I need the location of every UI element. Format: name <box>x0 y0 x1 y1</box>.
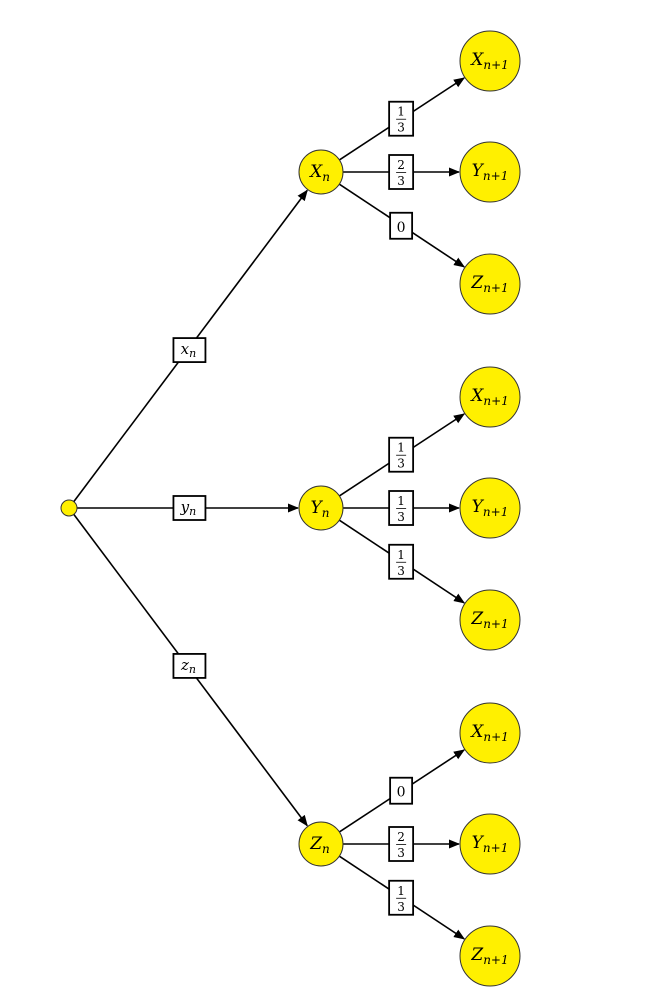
fraction-numerator: 1 <box>397 105 405 119</box>
fraction-numerator: 1 <box>397 548 405 562</box>
node-label: Zn+1 <box>470 945 508 967</box>
label-box <box>388 100 415 137</box>
leaf-x-z-n1: Zn+1 <box>459 253 521 315</box>
prob-label-y-x: 13 <box>388 436 415 473</box>
prob-label-y-z: 13 <box>388 543 415 580</box>
label-box <box>388 826 415 862</box>
leaf-x-y-n1: Yn+1 <box>459 141 521 203</box>
node-label: Zn+1 <box>470 609 508 631</box>
label-box <box>172 337 207 363</box>
fraction-denominator: 3 <box>397 846 405 860</box>
node-label: Xn+1 <box>469 386 509 408</box>
fraction-denominator: 3 <box>397 564 405 578</box>
leaf-y-y-n1: Yn+1 <box>459 477 521 539</box>
node-label: Yn <box>311 498 330 520</box>
label-box <box>388 490 415 526</box>
label-box <box>388 543 415 580</box>
label-box <box>389 776 414 805</box>
leaf-z-y-n1: Yn+1 <box>459 813 521 875</box>
probability-value: 0 <box>397 220 406 236</box>
prob-label-x-z: 0 <box>389 211 414 240</box>
root-node <box>60 499 78 517</box>
prob-label-y-y: 13 <box>388 490 415 526</box>
node-label: Zn <box>309 834 330 856</box>
leaf-x-x-n1: Xn+1 <box>459 30 521 92</box>
fraction-numerator: 1 <box>397 494 405 508</box>
prob-label-z-y: 23 <box>388 826 415 862</box>
node-circle <box>459 925 521 987</box>
node-label: Xn <box>308 162 330 184</box>
edge-label-x: xn <box>172 337 207 363</box>
node-label: Xn+1 <box>469 50 509 72</box>
node-label: Yn+1 <box>472 497 509 519</box>
edge-probability: zn <box>180 656 196 676</box>
fraction-numerator: 1 <box>397 884 405 898</box>
label-box <box>388 154 415 190</box>
edge-label-y: yn <box>172 495 207 521</box>
label-box <box>389 211 414 240</box>
fraction-numerator: 2 <box>397 830 405 844</box>
node-label: Zn+1 <box>470 273 508 295</box>
leaf-y-z-n1: Zn+1 <box>459 589 521 651</box>
fraction-numerator: 1 <box>397 441 405 455</box>
node-circle <box>459 702 521 764</box>
node-label: Yn+1 <box>472 161 509 183</box>
node-circle <box>459 477 521 539</box>
fraction-denominator: 3 <box>397 121 405 135</box>
edge-label-z: zn <box>172 653 207 679</box>
prob-label-x-x: 13 <box>388 100 415 137</box>
node-circle <box>459 366 521 428</box>
fraction-denominator: 3 <box>397 174 405 188</box>
node-x-n: Xn <box>298 149 344 195</box>
node-circle <box>459 589 521 651</box>
label-box <box>172 653 207 679</box>
node-label: Yn+1 <box>472 833 509 855</box>
edge-probability: yn <box>180 498 197 518</box>
node-circle <box>298 149 344 195</box>
fraction-numerator: 2 <box>397 158 405 172</box>
label-box <box>172 495 207 521</box>
leaf-z-z-n1: Zn+1 <box>459 925 521 987</box>
prob-label-z-z: 13 <box>388 879 415 916</box>
fraction-denominator: 3 <box>397 457 405 471</box>
fraction-denominator: 3 <box>397 510 405 524</box>
node-circle <box>459 30 521 92</box>
label-box <box>388 436 415 473</box>
leaf-z-x-n1: Xn+1 <box>459 702 521 764</box>
node-circle <box>298 821 344 867</box>
prob-label-z-x: 0 <box>389 776 414 805</box>
node-y-n: Yn <box>298 485 344 531</box>
node-circle <box>298 485 344 531</box>
node-circle <box>459 141 521 203</box>
node-label: Xn+1 <box>469 722 509 744</box>
probability-value: 0 <box>397 785 406 801</box>
leaf-y-x-n1: Xn+1 <box>459 366 521 428</box>
node-circle <box>459 813 521 875</box>
node-circle <box>459 253 521 315</box>
edge-probability: xn <box>181 340 197 360</box>
prob-label-x-y: 23 <box>388 154 415 190</box>
label-box <box>388 879 415 916</box>
fraction-denominator: 3 <box>397 900 405 914</box>
node-z-n: Zn <box>298 821 344 867</box>
